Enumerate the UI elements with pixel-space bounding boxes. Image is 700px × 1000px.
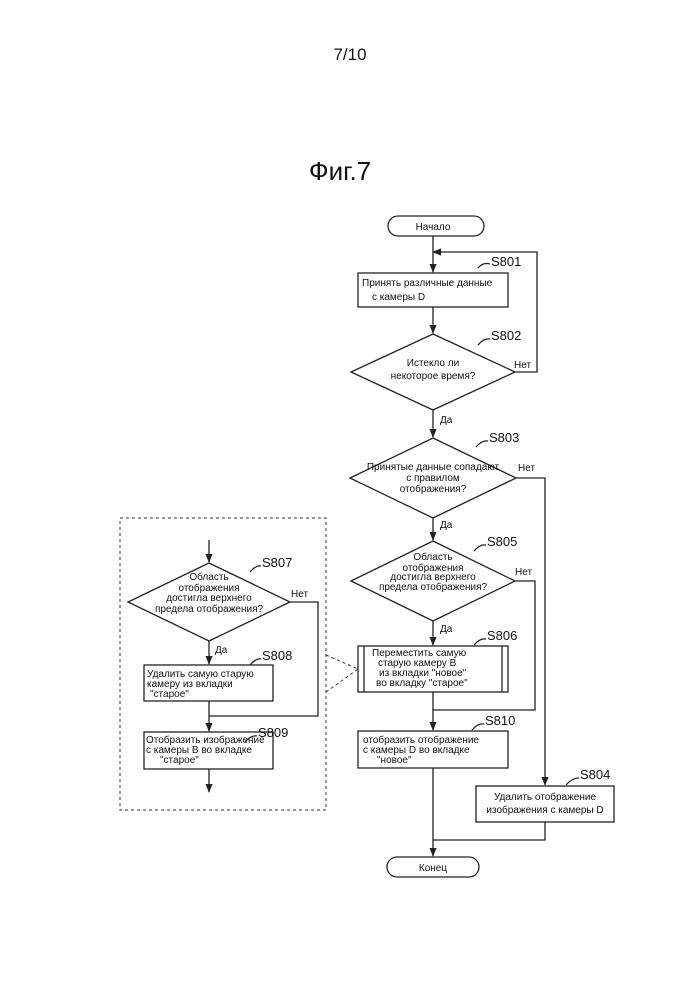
edge-label-s803-yes: Да [440, 520, 453, 531]
leader-s803 [476, 441, 488, 447]
label-s805: S805 [487, 534, 517, 549]
step-s808: Удалить самую старую камеру из вкладки "… [144, 665, 273, 701]
svg-text:отображения?: отображения? [400, 483, 467, 495]
leader-s805 [474, 545, 486, 551]
decision-s807: Область отображения достигла верхнего пр… [128, 563, 290, 641]
svg-text:предела отображения?: предела отображения? [379, 581, 488, 593]
svg-text:Принятые данные сопадают: Принятые данные сопадают [367, 462, 500, 473]
label-s809: S809 [258, 725, 288, 740]
step-s810: отобразить отображение с камеры D во вкл… [358, 731, 508, 768]
figure-title: Фиг.7 [309, 156, 371, 186]
edge-label-s807-no: Нет [291, 589, 308, 600]
leader-s802 [478, 339, 490, 345]
edge-label-s807-yes: Да [215, 645, 228, 656]
step-s809: Отобразить изображение с камеры B во вкл… [144, 732, 273, 769]
detail-connector-bottom [326, 669, 358, 692]
svg-text:Область: Область [413, 551, 452, 563]
detail-connector-top [326, 655, 358, 669]
start-terminator: Начало [388, 216, 484, 236]
label-s801: S801 [491, 254, 521, 269]
leader-s810 [472, 724, 484, 730]
label-s803: S803 [489, 430, 519, 445]
step-s804: Удалить отображение изображения с камеры… [476, 786, 614, 822]
leader-s808 [250, 659, 261, 665]
svg-text:во вкладку "старое": во вкладку "старое" [376, 678, 468, 689]
edge-label-s802-yes: Да [440, 415, 453, 426]
svg-text:Начало: Начало [416, 222, 451, 233]
edge-label-s805-yes: Да [440, 624, 453, 635]
step-s801: Принять различные данные с камеры D [358, 273, 508, 307]
svg-text:"старое": "старое" [150, 689, 189, 700]
label-s804: S804 [580, 767, 610, 782]
svg-text:Удалить отображение: Удалить отображение [494, 791, 597, 803]
label-s810: S810 [485, 713, 515, 728]
label-s806: S806 [487, 628, 517, 643]
svg-text:Принять различные данные: Принять различные данные [362, 278, 493, 289]
svg-text:с камеры D: с камеры D [372, 292, 425, 303]
svg-text:изображения с камеры D: изображения с камеры D [486, 804, 603, 816]
label-s802: S802 [491, 328, 521, 343]
label-s807: S807 [262, 555, 292, 570]
svg-text:с правилом: с правилом [406, 473, 460, 484]
svg-text:некоторое время?: некоторое время? [391, 371, 476, 382]
process-s806: Переместить самую старую камеру B из вкл… [358, 646, 508, 692]
decision-s802: Истекло ли некоторое время? [351, 334, 515, 410]
svg-text:достигла верхнего: достигла верхнего [166, 593, 252, 604]
leader-s801 [478, 264, 490, 269]
decision-s803: Принятые данные сопадают с правилом отоб… [350, 438, 516, 518]
edge-s803-no [516, 478, 545, 785]
svg-text:предела отображения?: предела отображения? [155, 603, 264, 615]
svg-text:"старое": "старое" [160, 755, 199, 766]
edge-s804-end [433, 822, 545, 840]
leader-s806 [474, 639, 486, 645]
page-number: 7/10 [333, 45, 366, 64]
decision-s805: Область отображения достигла верхнего пр… [351, 541, 515, 621]
leader-s804 [566, 778, 579, 785]
end-terminator: Конец [387, 857, 479, 877]
svg-text:Истекло ли: Истекло ли [407, 358, 459, 369]
edge-label-s805-no: Нет [515, 567, 532, 578]
leader-s807 [250, 566, 261, 572]
svg-text:Область: Область [189, 571, 228, 583]
edge-label-s802-no: Нет [514, 360, 531, 371]
label-s808: S808 [262, 648, 292, 663]
svg-text:Конец: Конец [419, 863, 447, 874]
edge-label-s803-no: Нет [518, 463, 535, 474]
svg-text:"новое": "новое" [377, 755, 412, 766]
